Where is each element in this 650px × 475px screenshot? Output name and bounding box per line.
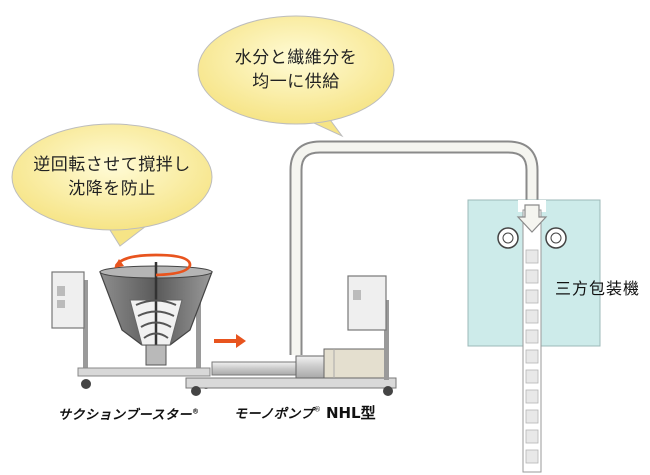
bubble-mixing-line1: 逆回転させて撹拌し [33,155,191,175]
bubble-feed-line1: 水分と繊維分を [234,48,358,68]
booster-registered-mark: ® [191,407,200,416]
down-arrow-icon [516,204,548,233]
packer-label: 三方包装機 [555,279,641,298]
bubble-feed-line2: 均一に供給 [252,72,340,92]
bubble-mixing-text: 逆回転させて撹拌し 沈降を防止 [22,153,202,201]
bubble-feed-text: 水分と繊維分を 均一に供給 [206,46,386,94]
bubble-feed [197,15,395,138]
rotation-arrow-icon [114,253,192,277]
suction-booster [51,262,213,389]
pouch-strip [522,209,542,473]
pump-logo: モーノポンプ® NHL型 [234,402,376,423]
flow-arrow-icon [214,334,246,348]
mohno-pump [185,275,397,396]
bubble-mixing [11,123,213,247]
pump-name: モーノポンプ [234,407,314,422]
pump-model: NHL型 [325,404,376,422]
booster-logo: サクションブースター® [58,404,199,423]
bubble-mixing-line2: 沈降を防止 [68,179,156,199]
booster-name: サクションブースター [58,408,192,423]
pump-registered-mark: ® [313,405,321,414]
